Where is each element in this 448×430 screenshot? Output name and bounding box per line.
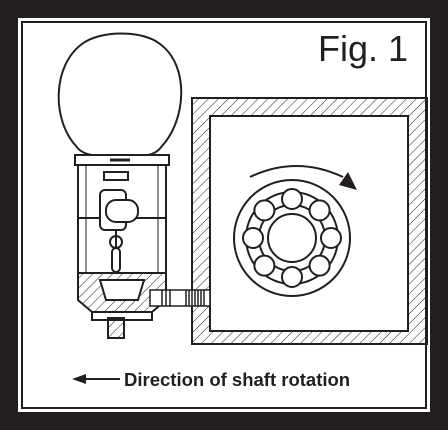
bearing-ball <box>281 266 303 288</box>
bearing-ball <box>308 254 331 277</box>
direction-arrow <box>72 374 120 384</box>
bearing-ball <box>308 199 331 222</box>
oiler-reservoir <box>57 32 183 166</box>
figure-label: Fig. 1 <box>318 28 409 69</box>
oiler-fitting <box>77 272 167 339</box>
ball-bearing <box>233 179 351 297</box>
bearing-ball <box>281 188 303 210</box>
oiler-body <box>77 164 167 274</box>
bearing-ball <box>253 199 276 222</box>
figure-caption: Direction of shaft rotation <box>124 369 351 390</box>
connecting-pipe <box>149 289 211 307</box>
bearing-ball <box>242 227 264 249</box>
bearing-ball <box>320 227 342 249</box>
bearing-ball <box>253 254 276 277</box>
rotation-arrow <box>249 165 357 190</box>
bearing-housing <box>191 97 428 345</box>
